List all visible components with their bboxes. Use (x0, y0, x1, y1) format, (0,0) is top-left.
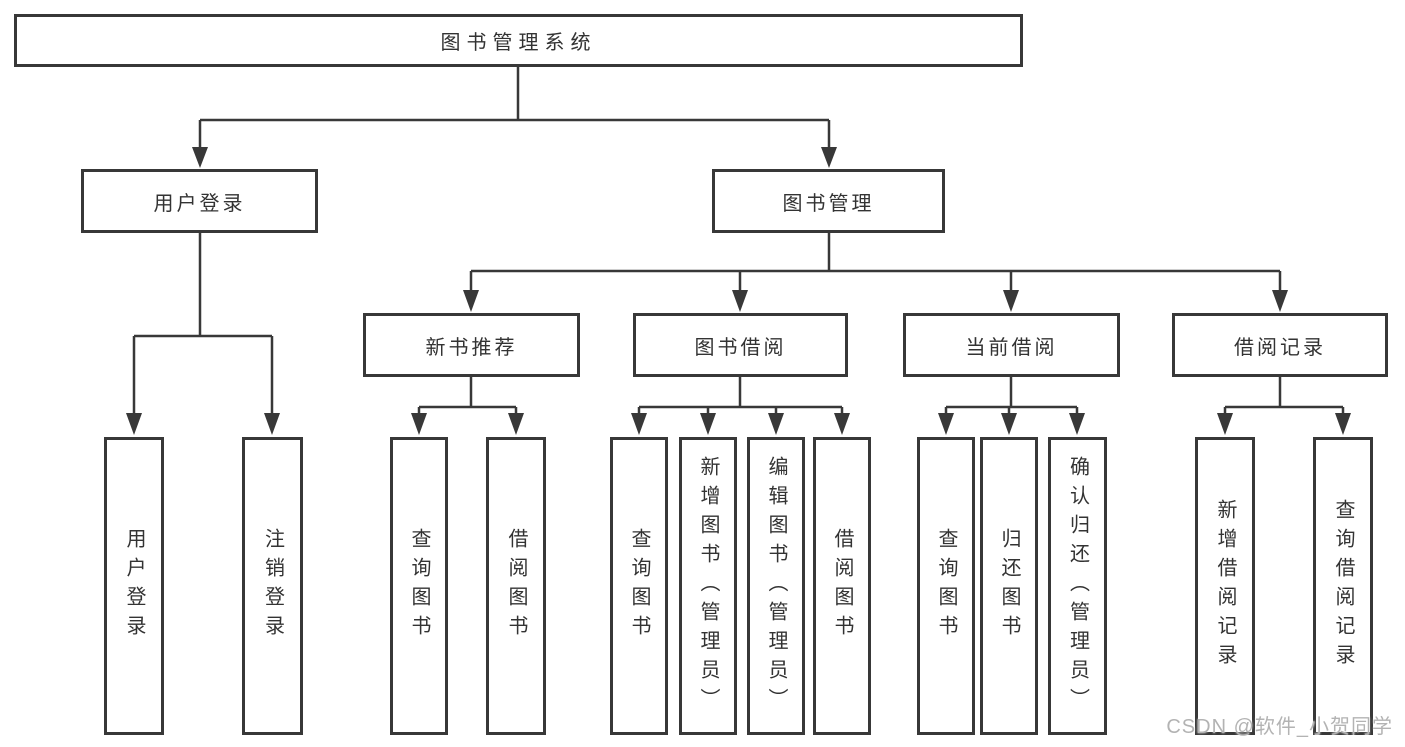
leaf-newbook-query-books: 查询图书 (390, 437, 448, 735)
csdn-watermark: CSDN @软件_小贺同学 (1166, 716, 1393, 738)
leaf-logout: 注销登录 (242, 437, 303, 735)
node-book-borrowing: 图书借阅 (633, 313, 848, 377)
node-user-login: 用户登录 (81, 169, 318, 233)
node-library-system: 图书管理系统 (14, 14, 1023, 67)
leaf-current-query-books: 查询图书 (917, 437, 975, 735)
leaf-borrow-borrow-books: 借阅图书 (813, 437, 871, 735)
leaf-records-add-record: 新增借阅记录 (1195, 437, 1255, 735)
node-current-borrowing: 当前借阅 (903, 313, 1120, 377)
leaf-borrow-query-books: 查询图书 (610, 437, 668, 735)
node-borrowing-records: 借阅记录 (1172, 313, 1388, 377)
node-new-book-recommend: 新书推荐 (363, 313, 580, 377)
leaf-user-login: 用户登录 (104, 437, 164, 735)
leaf-current-confirm-return-admin: 确认归还（管理员） (1048, 437, 1107, 735)
leaf-borrow-add-books-admin: 新增图书（管理员） (679, 437, 737, 735)
leaf-records-query-record: 查询借阅记录 (1313, 437, 1373, 735)
leaf-current-return-books: 归还图书 (980, 437, 1038, 735)
leaf-borrow-edit-books-admin: 编辑图书（管理员） (747, 437, 805, 735)
node-book-management: 图书管理 (712, 169, 945, 233)
leaf-newbook-borrow-books: 借阅图书 (486, 437, 546, 735)
